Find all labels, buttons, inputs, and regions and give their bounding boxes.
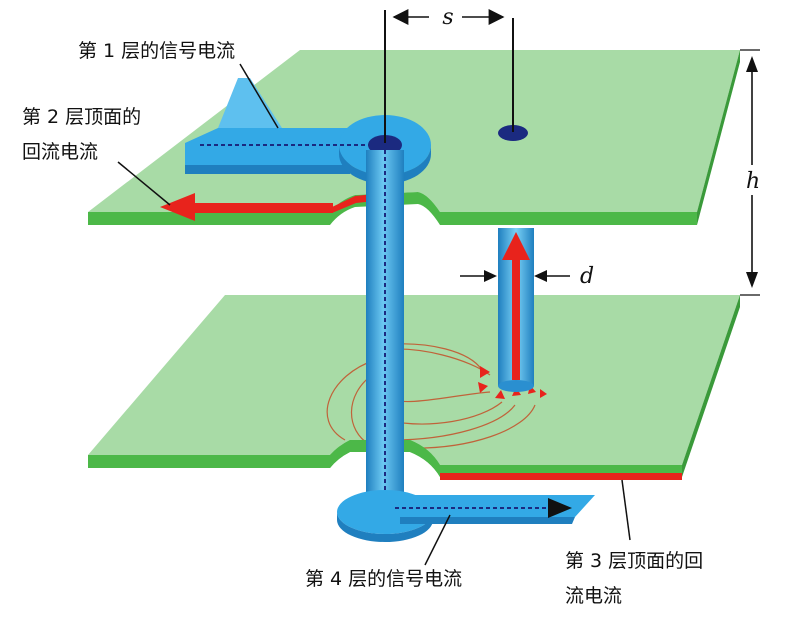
label-layer4-signal-current: 第 4 层的信号电流 (305, 568, 462, 590)
label-layer3-return-line2: 流电流 (565, 585, 622, 607)
leader-lines (117, 63, 631, 566)
label-layer1-signal-current: 第 1 层的信号电流 (78, 40, 235, 62)
layer3-return-current (440, 473, 682, 480)
signal-via (366, 150, 404, 515)
layer4-trace (337, 490, 595, 542)
label-s: s (442, 5, 453, 30)
return-via-pad (498, 125, 528, 141)
label-h: h (746, 169, 760, 194)
label-d: d (580, 264, 594, 289)
label-layer2-return-line1: 第 2 层顶面的 (22, 106, 141, 128)
return-arrowhead-upper (160, 193, 195, 221)
layer2-return-current (160, 193, 375, 221)
return-via-arrowhead (502, 232, 530, 260)
layer1-trace (185, 78, 431, 184)
dimension-h: h (740, 49, 760, 296)
label-layer2-return-line2: 回流电流 (22, 141, 98, 163)
return-via (498, 228, 534, 392)
lower-plane (88, 295, 740, 480)
dimension-d: d (460, 264, 594, 289)
signal-arrowhead-lower (548, 498, 572, 518)
label-layer3-return-line1: 第 3 层顶面的回 (565, 550, 703, 572)
dimension-s: s (392, 5, 505, 30)
